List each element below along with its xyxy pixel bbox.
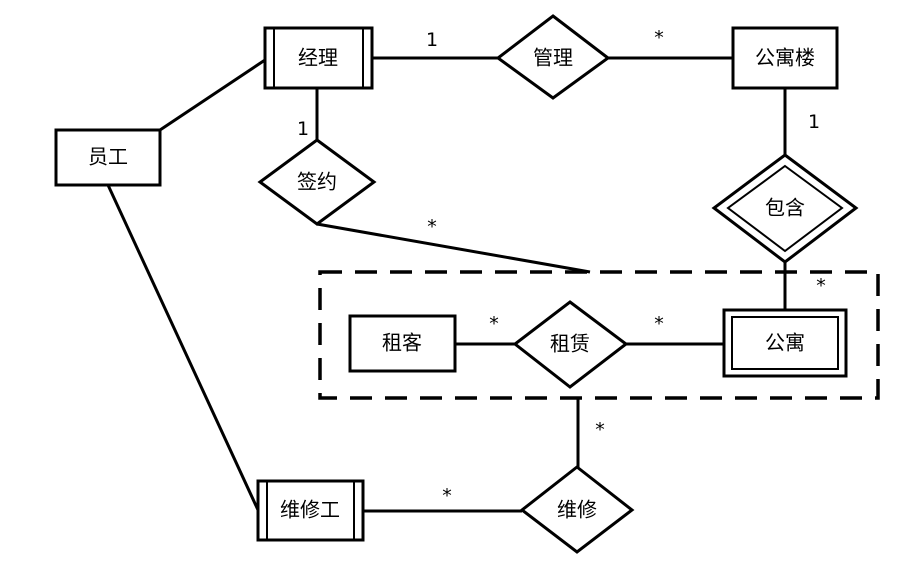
relationship-contain-label: 包含 — [765, 196, 805, 220]
entity-repairman[interactable]: 维修工 — [256, 479, 365, 542]
relationship-repair[interactable]: 维修 — [519, 465, 635, 554]
cardinality-labels: 1 * 1 * 1 * * * * * — [297, 27, 826, 507]
cardinality-aggregate-repair: * — [595, 419, 605, 441]
relationship-manage-label: 管理 — [533, 46, 573, 70]
line-employee-manager — [159, 58, 266, 132]
cardinality-lease-apartment: * — [654, 313, 664, 335]
relationship-manage[interactable]: 管理 — [495, 14, 611, 100]
cardinality-manage-building: * — [654, 27, 664, 49]
cardinality-contain-apartment: * — [816, 275, 826, 297]
entity-repairman-label: 维修工 — [280, 498, 340, 522]
entity-building-label: 公寓楼 — [755, 46, 815, 70]
relationship-repair-label: 维修 — [557, 498, 597, 522]
cardinality-building-contain: 1 — [808, 111, 820, 133]
relationship-lease-label: 租赁 — [550, 332, 590, 356]
entity-employee[interactable]: 员工 — [54, 128, 162, 187]
entity-apartment[interactable]: 公寓 — [722, 308, 848, 378]
entity-apartment-label: 公寓 — [765, 331, 805, 355]
cardinality-tenant-lease: * — [489, 313, 499, 335]
cardinality-manager-manage: 1 — [426, 29, 438, 51]
cardinality-manager-sign: 1 — [297, 118, 309, 140]
relationship-lease[interactable]: 租赁 — [512, 300, 629, 389]
line-employee-repairman — [106, 184, 260, 511]
entity-tenant[interactable]: 租客 — [348, 314, 457, 373]
entity-manager[interactable]: 经理 — [263, 26, 374, 90]
entity-employee-label: 员工 — [88, 145, 128, 169]
relationship-sign[interactable]: 签约 — [257, 138, 377, 226]
connectors — [106, 56, 787, 513]
line-sign-aggregate — [316, 222, 591, 274]
relationship-contain[interactable]: 包含 — [711, 153, 859, 264]
aggregation-box — [318, 270, 880, 400]
entity-manager-label: 经理 — [298, 46, 338, 70]
cardinality-sign-aggregate: * — [427, 216, 437, 238]
relationship-sign-label: 签约 — [297, 170, 337, 194]
entity-tenant-label: 租客 — [382, 331, 422, 355]
cardinality-repairman-repair: * — [442, 485, 452, 507]
entity-building[interactable]: 公寓楼 — [731, 26, 839, 90]
